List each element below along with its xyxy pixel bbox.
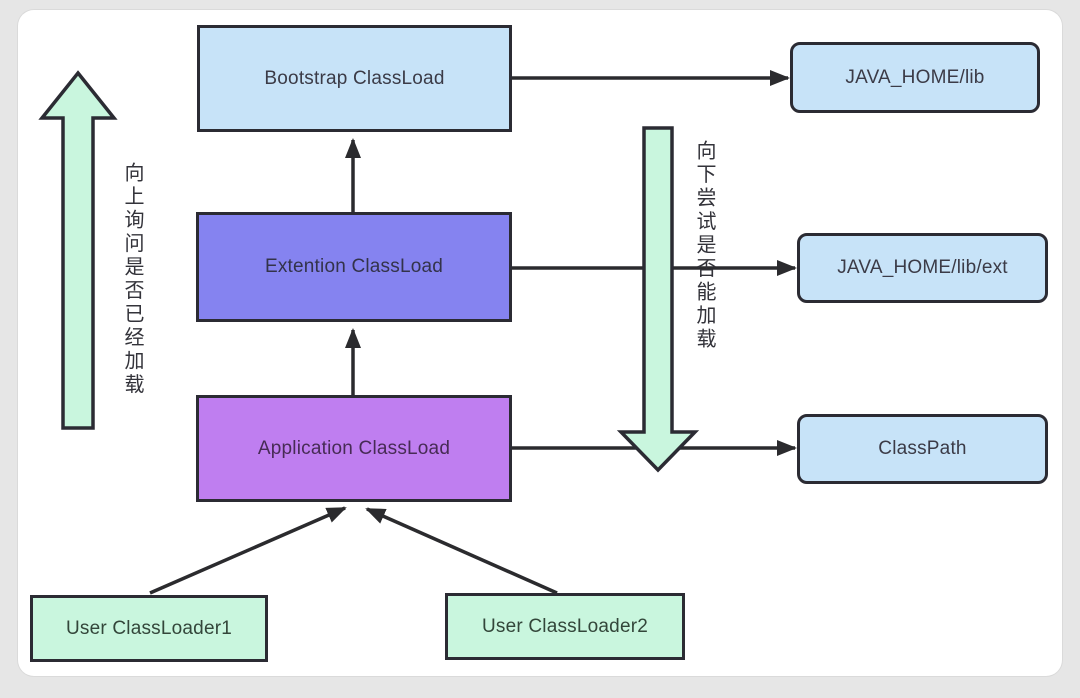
arrow-user1-to-application bbox=[149, 506, 347, 595]
bootstrap-classloader-label: Bootstrap ClassLoad bbox=[264, 67, 445, 89]
upward-delegation-annotation: 向上询问是否已经加载 bbox=[121, 162, 143, 397]
application-classloader-label: Application ClassLoad bbox=[257, 437, 451, 459]
java-home-lib-ext-label: JAVA_HOME/lib/ext bbox=[837, 257, 1008, 278]
java-home-lib-box: JAVA_HOME/lib bbox=[790, 42, 1040, 113]
user-classloader2-label: User ClassLoader2 bbox=[481, 615, 649, 637]
down-attempt-arrow bbox=[616, 126, 700, 473]
user-classloader1-label: User ClassLoader1 bbox=[65, 617, 233, 639]
extension-classloader-box: Extention ClassLoad bbox=[196, 212, 512, 322]
java-home-lib-ext-box: JAVA_HOME/lib/ext bbox=[797, 233, 1048, 303]
user-classloader2-box: User ClassLoader2 bbox=[445, 593, 685, 660]
classpath-label: ClassPath bbox=[878, 438, 967, 459]
bootstrap-classloader-box: Bootstrap ClassLoad bbox=[197, 25, 512, 132]
java-home-lib-label: JAVA_HOME/lib bbox=[845, 66, 985, 88]
classpath-box: ClassPath bbox=[797, 414, 1048, 484]
extension-classloader-label: Extention ClassLoad bbox=[264, 256, 444, 277]
downward-attempt-annotation: 向下尝试是否能加载 bbox=[693, 140, 715, 352]
up-delegation-arrow bbox=[38, 70, 118, 430]
application-classloader-box: Application ClassLoad bbox=[196, 395, 512, 502]
arrow-user2-to-application bbox=[365, 507, 558, 595]
user-classloader1-box: User ClassLoader1 bbox=[30, 595, 268, 662]
